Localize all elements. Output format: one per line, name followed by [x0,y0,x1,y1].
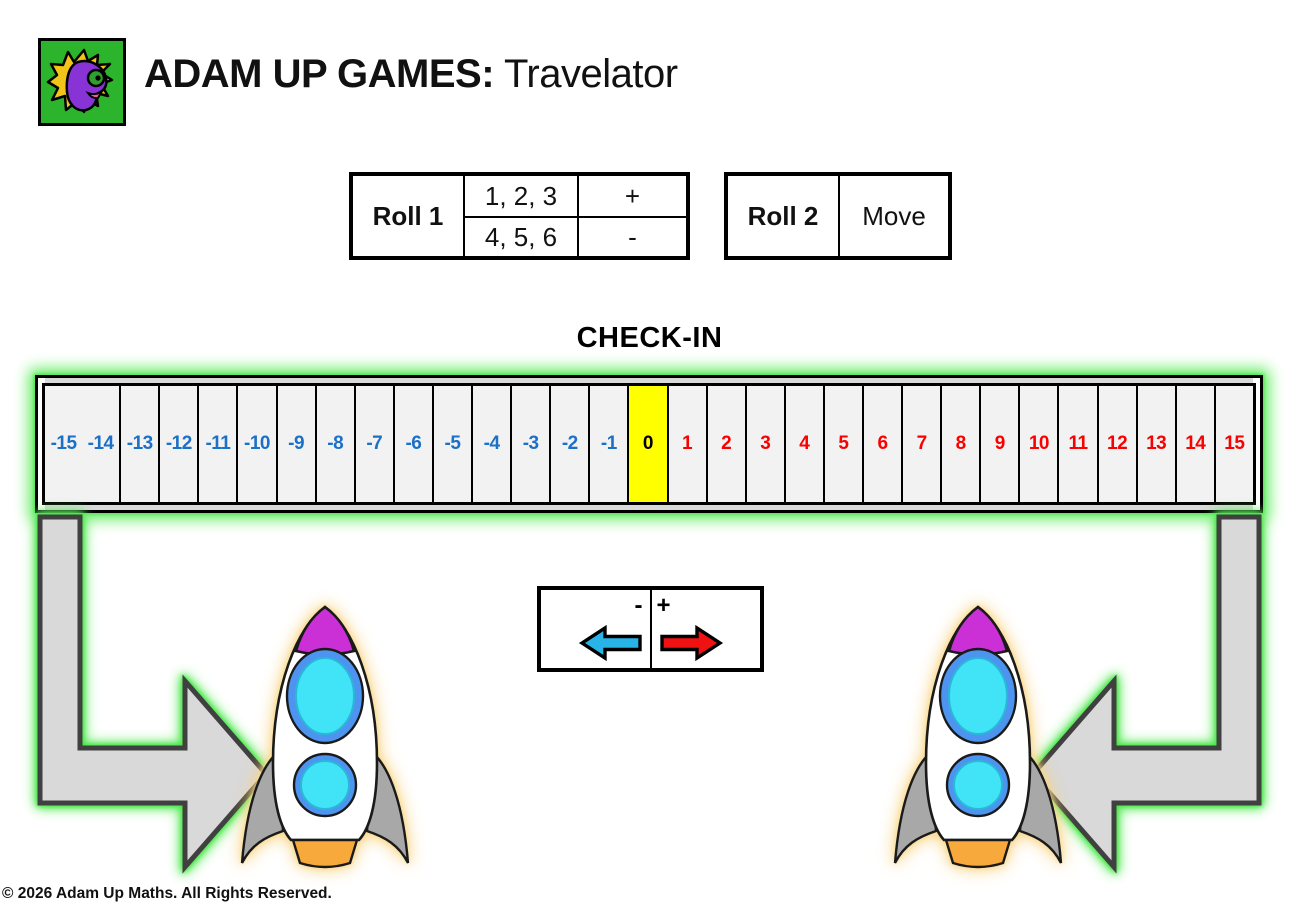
right-rocket-icon [893,605,1063,869]
page-title-brand: ADAM UP GAMES: [144,52,495,96]
number-cell-13: 13 [1135,386,1175,502]
number-cell--4: -4 [471,386,510,502]
page-title-game: Travelator [494,52,678,96]
check-in-label: CHECK-IN [576,322,723,354]
number-cell-11: 11 [1057,386,1096,502]
roll1-header: Roll 1 [372,200,444,231]
roll1-low-values: 1, 2, 3 [463,176,577,216]
roll1-minus-sign: - [577,216,686,256]
adam-up-maths-logo-icon [38,38,126,126]
number-cell-15: 15 [1213,386,1253,502]
number-cell--10: -10 [236,386,275,502]
roll2-action: Move [838,176,948,256]
number-cell--2: -2 [549,386,588,502]
left-elbow-arrow-icon [37,514,270,874]
number-cell-2: 2 [705,386,745,502]
number-cell-8: 8 [940,386,979,502]
number-cell-0: 0 [627,386,667,502]
right-direction-arrow-icon [659,625,723,661]
number-cell--15_-14: -15-14 [50,433,115,454]
roll2-table: Roll 2 Move [724,172,952,260]
page-title: ADAM UP GAMES: Travelator [144,52,678,97]
number-cell-14: 14 [1174,386,1214,502]
number-cell--12: -12 [158,386,197,502]
direction-key: - + [537,586,764,672]
number-cell--7: -7 [353,386,393,502]
direction-key-minus-half: - [541,590,650,668]
number-cell--11: -11 [197,386,236,502]
number-cell--13: -13 [119,386,158,502]
number-cell-10: 10 [1018,386,1057,502]
plus-label: + [656,592,671,619]
number-cell-4: 4 [783,386,823,502]
direction-key-plus-half: + [649,590,761,668]
left-direction-arrow-icon [578,625,642,661]
roll2-header: Roll 2 [747,200,819,231]
number-cell--9: -9 [275,386,315,502]
number-cell--3: -3 [510,386,549,502]
number-cell-5: 5 [822,386,862,502]
roll1-plus-sign: + [577,176,686,216]
number-cell-1: 1 [666,386,706,502]
number-cell--1: -1 [588,386,627,502]
number-cell--6: -6 [392,386,432,502]
minus-label: - [634,592,643,619]
logo-tongue [85,90,103,100]
number-cell-7: 7 [901,386,940,502]
roll1-high-values: 4, 5, 6 [463,216,577,256]
copyright-notice: © 2026 Adam Up Maths. All Rights Reserve… [2,885,332,902]
number-cell-12: 12 [1096,386,1136,502]
number-cell--8: -8 [314,386,354,502]
number-cell-3: 3 [744,386,784,502]
number-cell--5: -5 [431,386,471,502]
roll1-table: Roll 1 1, 2, 3 + 4, 5, 6 - [349,172,690,260]
left-rocket-icon [240,605,410,869]
number-cell-9: 9 [979,386,1018,502]
number-cell-6: 6 [861,386,901,502]
